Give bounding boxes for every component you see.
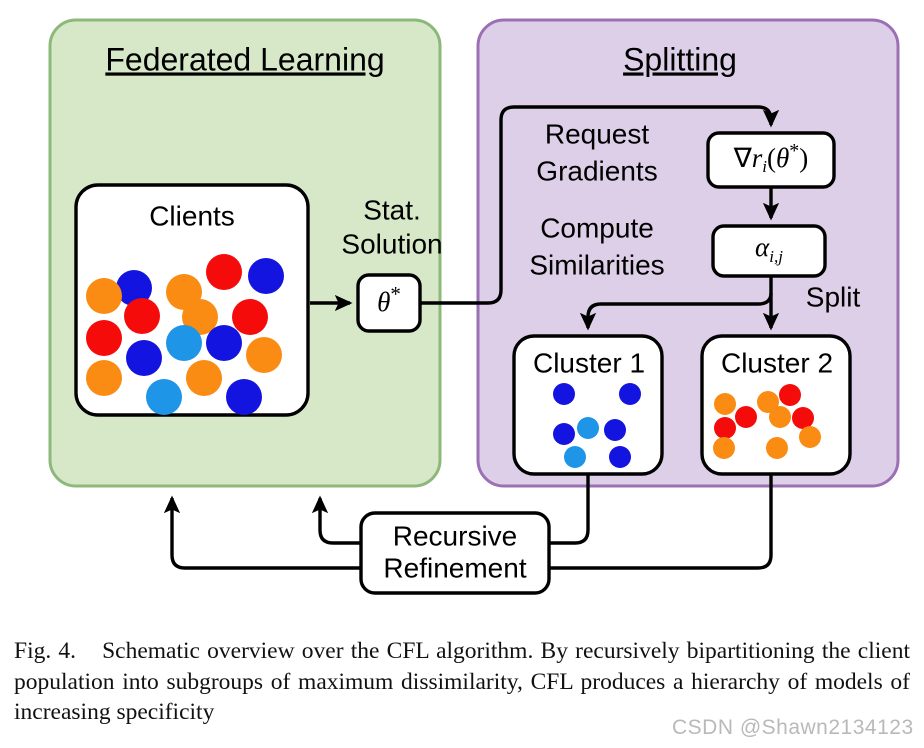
cluster2-dot-orange xyxy=(713,437,735,459)
label-compute-similarities-line1: Compute xyxy=(540,212,654,243)
wire-cluster1-to-refinement xyxy=(549,474,590,545)
label-request-gradients-line1: Request xyxy=(545,118,650,149)
cfl-diagram: Federated Learning Splitting Clients xyxy=(48,18,900,595)
client-dot-red xyxy=(124,298,160,334)
wire-refinement-to-splitting-feedback xyxy=(311,495,361,545)
box-theta-star[interactable]: θ* xyxy=(356,273,422,333)
client-dot-orange xyxy=(186,360,222,396)
cluster1-dot-blue xyxy=(609,446,631,468)
figure-caption-text: Schematic overview over the CFL algorith… xyxy=(14,638,910,726)
client-dot-light_blue xyxy=(166,325,202,361)
label-request-gradients: Request Gradients xyxy=(536,118,657,186)
cluster2-dot-red xyxy=(714,417,736,439)
client-dot-blue xyxy=(226,379,262,415)
box-clients-label: Clients xyxy=(149,200,235,231)
box-gradients[interactable]: ∇ri(θ*) xyxy=(706,131,836,189)
box-cluster-1-label: Cluster 1 xyxy=(533,347,645,378)
cluster1-dot-blue xyxy=(619,383,641,405)
cluster2-dot-orange xyxy=(714,393,736,415)
box-cluster-2[interactable]: Cluster 2 xyxy=(700,334,852,476)
label-stat-solution: Stat. Solution xyxy=(341,194,442,259)
figure-caption: Fig. 4.Schematic overview over the CFL a… xyxy=(0,636,924,728)
client-dot-red xyxy=(86,320,122,356)
cluster1-dot-light_blue xyxy=(564,446,586,468)
client-dot-light_blue xyxy=(146,379,182,415)
box-alphas-rect[interactable] xyxy=(711,224,827,278)
wire-cluster2-to-refinement xyxy=(549,474,773,570)
box-gradients-rect[interactable] xyxy=(706,131,836,189)
label-request-gradients-line2: Gradients xyxy=(536,155,657,186)
wire-refinement-to-clients-feedback xyxy=(163,495,361,570)
client-dot-blue xyxy=(116,270,152,306)
client-dot-red xyxy=(232,299,268,335)
client-dot-group xyxy=(86,254,284,415)
box-recursive-refinement-rect[interactable] xyxy=(359,511,551,595)
client-dot-orange xyxy=(86,360,122,396)
box-cluster-2-label: Cluster 2 xyxy=(721,347,833,378)
cluster1-dot-blue xyxy=(553,383,575,405)
client-dot-red xyxy=(206,254,242,290)
cluster2-dot-orange xyxy=(757,391,779,413)
label-compute-similarities: Compute Similarities xyxy=(529,212,664,280)
cluster2-dot-orange xyxy=(766,437,788,459)
cluster1-dot-blue xyxy=(553,423,575,445)
client-dot-blue xyxy=(206,325,242,361)
label-stat-solution-line2: Solution xyxy=(341,228,442,259)
panel-splitting-title: Splitting xyxy=(623,41,737,77)
box-recursive-refinement-label-line2: Refinement xyxy=(383,552,526,583)
cluster2-dot-red xyxy=(735,406,757,428)
figure-number: Fig. 4. xyxy=(14,638,77,664)
client-dot-orange xyxy=(246,337,282,373)
box-recursive-refinement-label-line1: Recursive xyxy=(393,520,517,551)
box-cluster-1[interactable]: Cluster 1 xyxy=(512,334,664,476)
client-dot-blue xyxy=(248,258,284,294)
cluster1-dot-blue xyxy=(604,419,626,441)
box-theta-star-rect[interactable] xyxy=(356,273,422,333)
cluster2-dot-red xyxy=(779,384,801,406)
cluster-2-dot-group xyxy=(713,384,821,459)
client-dot-blue xyxy=(126,340,162,376)
box-alphas[interactable]: αi,j xyxy=(711,224,827,278)
label-compute-similarities-line2: Similarities xyxy=(529,249,664,280)
csdn-watermark: CSDN @Shawn2134123 xyxy=(672,716,914,739)
wire-alphas-to-cluster1 xyxy=(579,292,773,331)
client-dot-orange xyxy=(86,278,122,314)
box-cluster-1-rect[interactable] xyxy=(512,334,664,476)
cluster1-dot-light_blue xyxy=(577,417,599,439)
client-dot-orange xyxy=(182,299,218,335)
panel-federated-learning-title: Federated Learning xyxy=(105,41,384,77)
label-stat-solution-line1: Stat. xyxy=(363,194,421,225)
cluster2-dot-orange xyxy=(769,406,791,428)
wire-theta-to-gradients xyxy=(420,105,780,305)
cluster2-dot-orange xyxy=(799,426,821,448)
cluster-1-dot-group xyxy=(553,383,641,468)
label-split: Split xyxy=(806,281,861,312)
cluster2-dot-red xyxy=(792,407,814,429)
box-recursive-refinement[interactable]: Recursive Refinement xyxy=(359,511,551,595)
box-clients[interactable]: Clients xyxy=(74,183,310,417)
